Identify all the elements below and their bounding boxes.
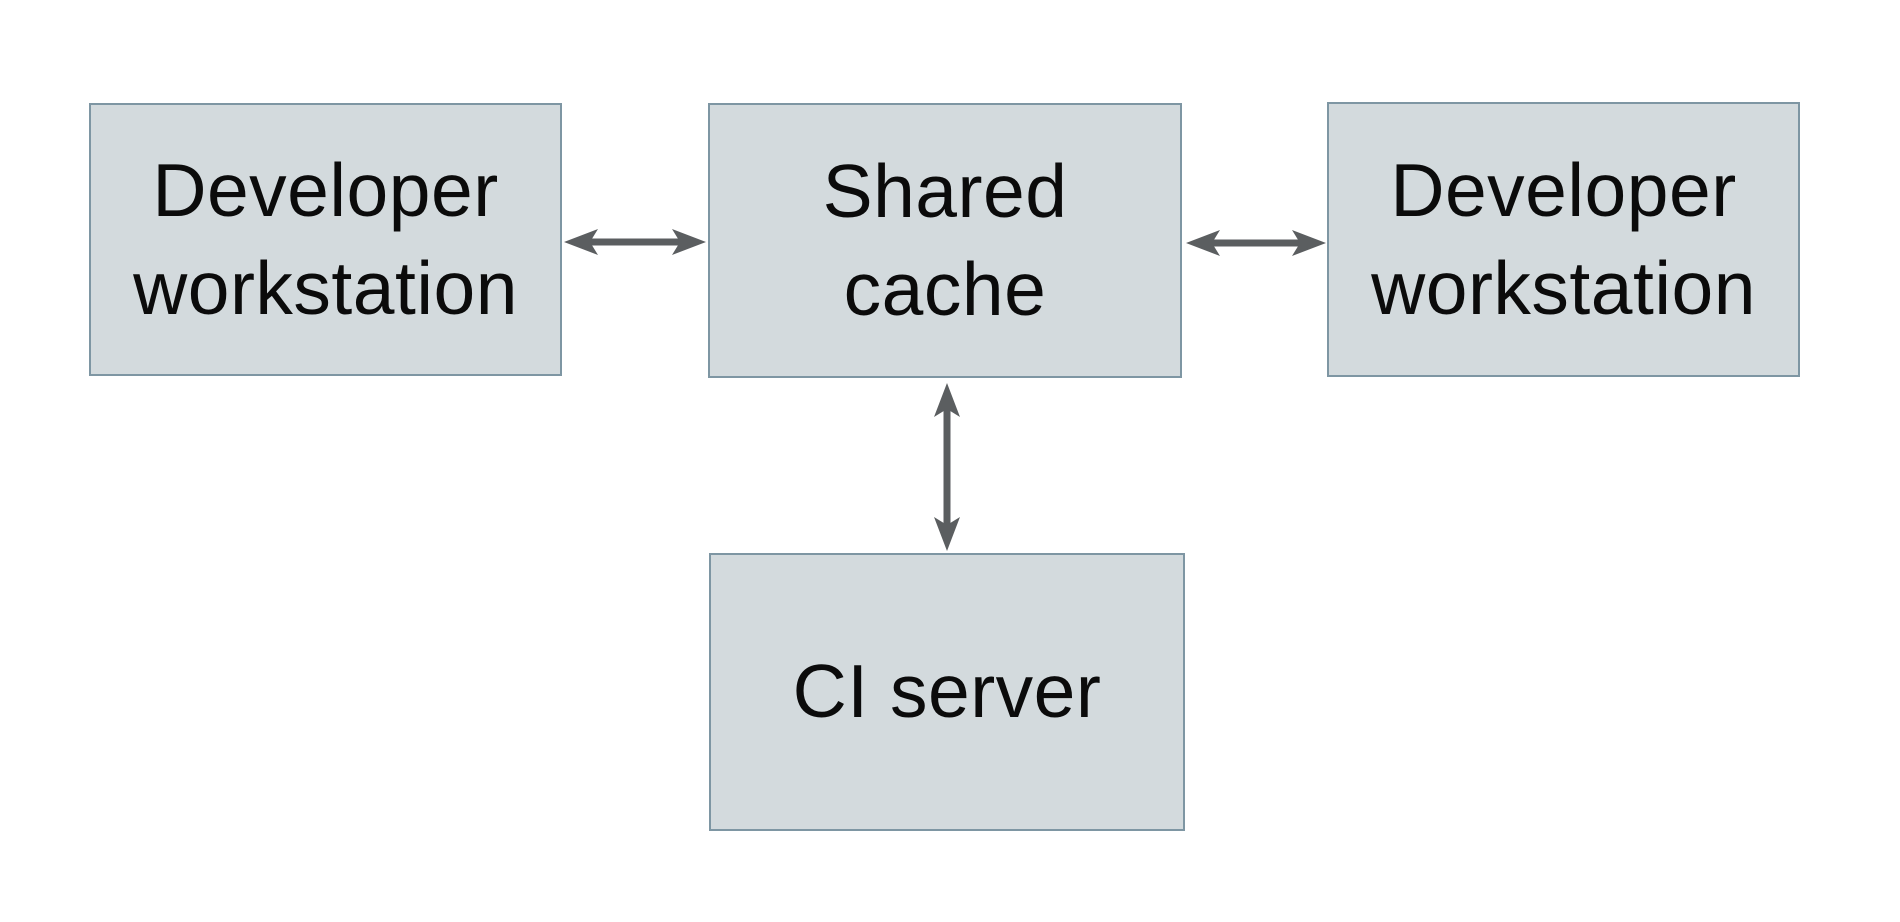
node-label-shared-cache: Shared cache [822,149,1068,331]
bidirectional-arrow-cache-ci [934,383,960,551]
arrow-shaft [1212,239,1300,247]
node-developer-workstation-left: Developer workstation [89,103,562,376]
bidirectional-arrow-cache-right [1186,230,1326,256]
arrowhead-down-icon [934,517,960,551]
node-label-developer-workstation-left: Developer workstation [133,148,518,330]
node-label-developer-workstation-right: Developer workstation [1371,148,1756,330]
arrowhead-right-icon [672,229,706,255]
node-developer-workstation-right: Developer workstation [1327,102,1800,377]
arrow-shaft [943,409,951,525]
arrowhead-left-icon [1186,230,1220,256]
bidirectional-arrow-left-cache [564,229,706,255]
arrowhead-up-icon [934,383,960,417]
arrow-shaft [590,238,680,246]
arrowhead-left-icon [564,229,598,255]
node-ci-server: CI server [709,553,1185,831]
node-label-ci-server: CI server [792,649,1102,734]
node-shared-cache: Shared cache [708,103,1182,378]
arrowhead-right-icon [1292,230,1326,256]
